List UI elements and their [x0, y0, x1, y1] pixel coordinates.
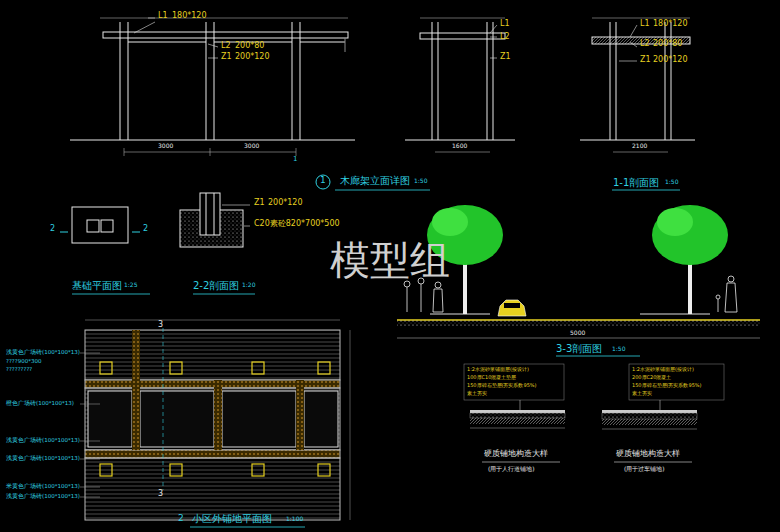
dimension: 200*120 — [653, 56, 688, 65]
view-title: 1-1剖面图 — [613, 177, 659, 188]
section-mark: 2 — [143, 225, 148, 234]
material-note: 浅黄色广场砖(100*100*13) — [6, 437, 80, 443]
part-label: L2 — [500, 33, 510, 42]
view-title: 基础平面图 — [72, 280, 122, 291]
dimension: 5000 — [570, 330, 585, 337]
dimension: 3000 — [158, 143, 173, 150]
material-note: ????900*300 — [6, 358, 41, 364]
scale-label: 1:50 — [414, 178, 427, 185]
dimension: 2100 — [632, 143, 647, 150]
view-title: 木廊架立面详图 — [340, 175, 410, 186]
dimension: 3000 — [244, 143, 259, 150]
part-label: L1 — [158, 12, 168, 21]
view-title: 小区外铺地平面图 — [192, 513, 272, 524]
part-label: L2 — [221, 42, 231, 51]
section-mark: 3 — [158, 490, 163, 499]
layer-note: 素土夯实 — [467, 391, 487, 397]
layer-note: 1:2水泥砂浆铺面层(按设计) — [467, 367, 529, 373]
section-mark: 2 — [50, 225, 55, 234]
view-title: 3-3剖面图 — [556, 343, 602, 354]
dimension: 200*80 — [653, 40, 682, 49]
detail-caption: (用于人行道铺地) — [488, 466, 535, 473]
scale-label: 1:20 — [242, 282, 255, 289]
material-note: 米黄色广场砖(100*100*13) — [6, 483, 80, 489]
layer-note: 100厚C10混凝土垫层 — [467, 375, 516, 381]
material-note: ????????? — [6, 366, 32, 372]
dimension: 200*120 — [268, 199, 303, 208]
layer-note: 1:2水泥砂浆铺面层(按设计) — [632, 367, 694, 373]
section-mark: 1 — [293, 156, 297, 164]
dimension: 180*120 — [653, 20, 688, 29]
dimension: 180*120 — [172, 12, 207, 21]
part-label: L1 — [640, 20, 650, 29]
callout-number: 2 — [178, 514, 184, 524]
section-mark: 3 — [158, 321, 163, 330]
scale-label: 1:100 — [286, 516, 303, 523]
detail-title: 硬质铺地构造大样 — [616, 450, 680, 459]
dimension: 1600 — [452, 143, 467, 150]
material-note: 浅黄色广场砖(100*100*13) — [6, 455, 80, 461]
scale-label: 1:50 — [612, 346, 625, 353]
dimension: 200*120 — [235, 53, 270, 62]
part-label: L2 — [640, 40, 650, 49]
view-title: 2-2剖面图 — [193, 280, 239, 291]
material-note: C20素砼820*700*500 — [254, 220, 340, 229]
part-label: Z1 — [254, 199, 265, 208]
part-label: Z1 — [221, 53, 232, 62]
watermark: 模型组 — [330, 238, 450, 282]
part-label: L1 — [500, 20, 510, 29]
material-note: 浅黄色广场砖(100*100*13) — [6, 349, 80, 355]
layer-note: 200厚C20混凝土 — [632, 375, 671, 381]
callout-number: 1 — [320, 176, 326, 186]
scale-label: 1:25 — [124, 282, 137, 289]
dimension: 200*80 — [235, 42, 264, 51]
layer-note: 150厚碎石垫层(夯实系数95%) — [632, 383, 702, 389]
detail-title: 硬质铺地构造大样 — [484, 450, 548, 459]
material-note: 橙色广场砖(100*100*13) — [6, 400, 74, 406]
scale-label: 1:50 — [665, 179, 678, 186]
layer-note: 素土夯实 — [632, 391, 652, 397]
layer-note: 150厚碎石垫层(夯实系数95%) — [467, 383, 537, 389]
part-label: Z1 — [640, 56, 651, 65]
material-note: 浅黄色广场砖(100*100*13) — [6, 493, 80, 499]
part-label: Z1 — [500, 53, 511, 62]
detail-caption: (用于过车铺地) — [624, 466, 665, 473]
